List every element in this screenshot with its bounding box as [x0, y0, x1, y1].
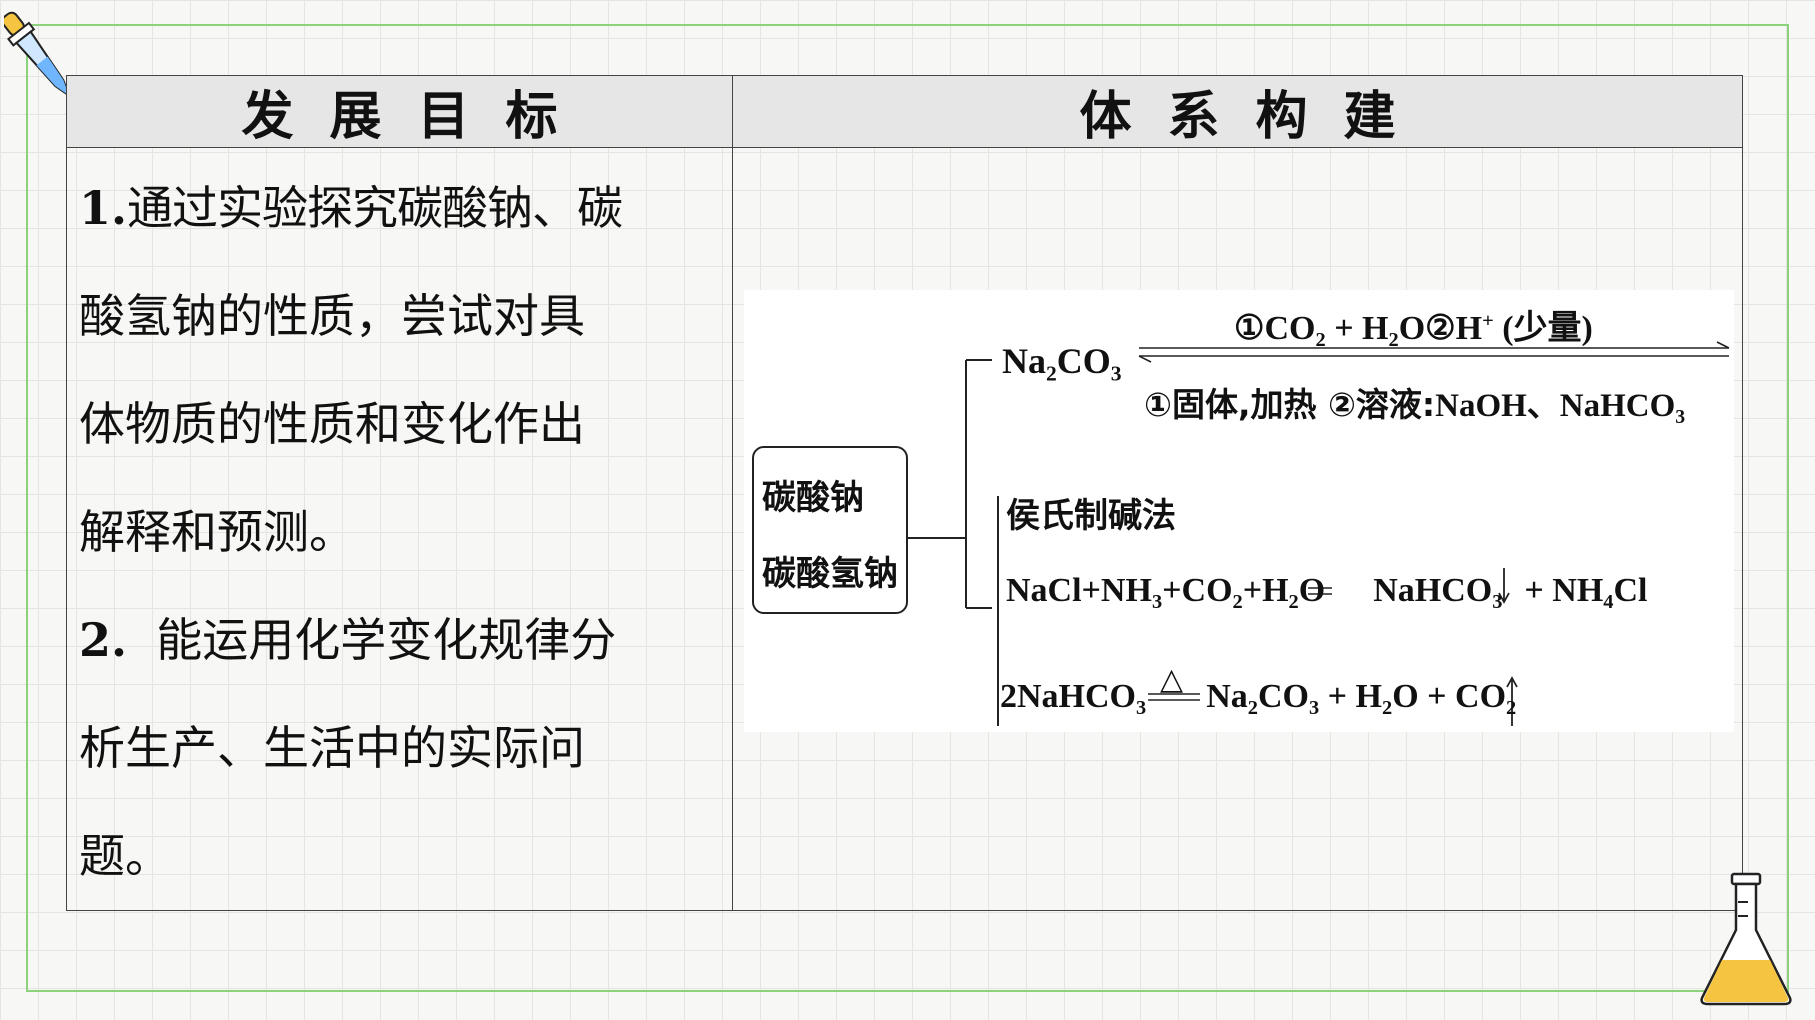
- goal-1-line-3: 体物质的性质和变化作出: [79, 397, 585, 451]
- diagram-lines: [908, 341, 1730, 726]
- formula-na2co3: Na2CO3: [1002, 341, 1122, 386]
- concept-diagram: 碳酸钠 碳酸氢钠 Na2CO3 ①CO2 + H2O②H+ (少量) ①固体,加…: [744, 290, 1734, 732]
- goal-1-line-4: 解释和预测。: [79, 505, 355, 559]
- dropper-icon: [4, 11, 72, 99]
- box-sodium-carbonate-bicarbonate: 碳酸钠 碳酸氢钠: [752, 446, 908, 614]
- content-table: 发展目标 体系构建 1.通过实验探究碳酸钠、碳 酸氢钠的性质，尝试对具 体物质的…: [66, 75, 1743, 911]
- goal-1-line-2: 酸氢钠的性质，尝试对具: [79, 289, 585, 343]
- column-divider: [732, 148, 733, 910]
- box-label-sodium-bicarbonate: 碳酸氢钠: [762, 554, 898, 594]
- goal-2-line-3: 题。: [79, 829, 171, 883]
- goal-1-line-1: 1.通过实验探究碳酸钠、碳: [79, 181, 623, 235]
- upper-condition: ①CO2 + H2O②H+ (少量): [1234, 308, 1593, 352]
- box-label-sodium-carbonate: 碳酸钠: [762, 478, 864, 518]
- goal-2-line-1: 2. 能运用化学变化规律分: [79, 613, 617, 667]
- hou-method-label: 侯氏制碱法: [1006, 496, 1176, 536]
- header-development-goals: 发展目标: [67, 76, 733, 148]
- flask-icon: [1700, 872, 1792, 1006]
- slide-frame: [26, 24, 1789, 992]
- heat-triangle: △: [1160, 663, 1184, 696]
- header-system-construction: 体系构建: [733, 76, 1742, 148]
- lower-condition: ①固体,加热 ②溶液:NaOH、NaHCO3: [1144, 385, 1686, 428]
- goal-2-line-2: 析生产、生活中的实际问: [79, 721, 585, 775]
- goals-text: 1.通过实验探究碳酸钠、碳 酸氢钠的性质，尝试对具 体物质的性质和变化作出 解释…: [79, 154, 729, 910]
